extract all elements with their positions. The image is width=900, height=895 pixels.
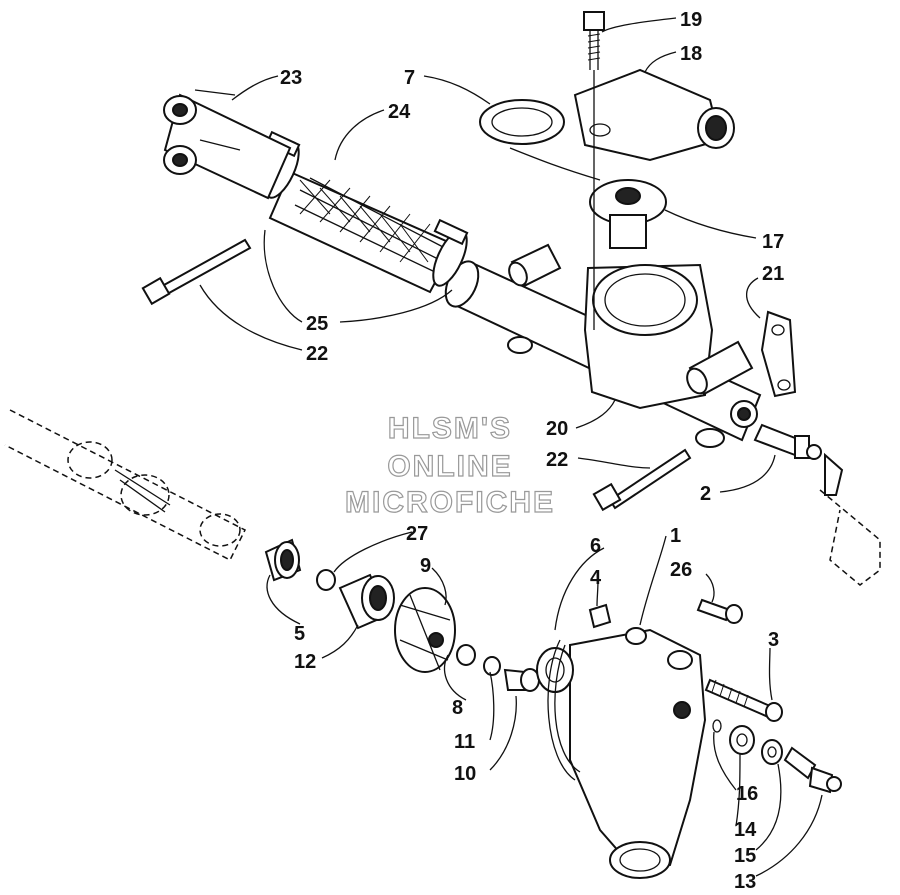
lock-washer-part (761, 739, 783, 765)
callout-12: 12 (294, 651, 316, 673)
watermark-line-1: HLSM'S (388, 412, 512, 445)
dowel-pin-part (588, 603, 612, 629)
watermark-line-3: MICROFICHE (345, 486, 555, 519)
watermark-line-2: ONLINE (387, 450, 512, 483)
callout-25: 25 (306, 313, 328, 335)
sensor-part (753, 423, 881, 586)
callout-27: 27 (406, 523, 428, 545)
thermostat-part (589, 179, 667, 249)
leader-lines (199, 17, 823, 877)
water-manifold-part (444, 243, 762, 448)
callout-1: 1 (670, 525, 681, 547)
callout-15: 15 (734, 845, 756, 867)
shaft-part (4, 409, 247, 562)
callout-16: 16 (736, 783, 758, 805)
small-seal-part (712, 719, 722, 733)
flat-washer-part (729, 725, 755, 755)
o-ring-gasket-part (547, 639, 581, 781)
hose-part (268, 170, 457, 294)
callout-20: 20 (546, 418, 568, 440)
callout-6: 6 (590, 535, 601, 557)
bolt-part (583, 11, 605, 330)
callout-19: 19 (680, 9, 702, 31)
pump-cover-part (536, 627, 707, 879)
impeller-bolt-part (503, 668, 540, 692)
callout-3: 3 (768, 629, 779, 651)
callout-17: 17 (762, 231, 784, 253)
thermostat-cover-part (573, 68, 735, 162)
callout-23: 23 (280, 67, 302, 89)
callout-21: 21 (762, 263, 784, 285)
callout-2: 2 (700, 483, 711, 505)
bearing-part (264, 538, 302, 582)
callout-22-lower: 22 (546, 449, 568, 471)
callout-24: 24 (388, 101, 411, 123)
impeller-part (394, 587, 456, 673)
pipe-stub-part (163, 89, 292, 200)
o-ring-part (479, 99, 565, 145)
long-bolt-part (141, 238, 692, 512)
callout-26: 26 (670, 559, 692, 581)
mechanical-seal-part (338, 573, 395, 630)
screw-part (696, 598, 743, 624)
washer-part (456, 644, 501, 676)
callout-4: 4 (590, 567, 602, 589)
callout-labels: 19 18 7 23 24 17 21 25 22 20 22 2 27 6 1… (280, 9, 784, 893)
callout-7: 7 (404, 67, 415, 89)
gasket-part (760, 310, 797, 398)
watermark: HLSM'S ONLINE MICROFICHE (344, 411, 555, 519)
callout-5: 5 (294, 623, 305, 645)
seal-ring-part (316, 569, 336, 591)
callout-8: 8 (452, 697, 463, 719)
callout-14: 14 (734, 819, 757, 841)
long-screw-part (704, 678, 783, 722)
callout-9: 9 (420, 555, 431, 577)
callout-22-upper: 22 (306, 343, 328, 365)
drain-plug-part (783, 746, 842, 794)
callout-10: 10 (454, 763, 476, 785)
callout-13: 13 (734, 871, 756, 893)
callout-18: 18 (680, 43, 702, 65)
callout-11: 11 (454, 731, 475, 753)
